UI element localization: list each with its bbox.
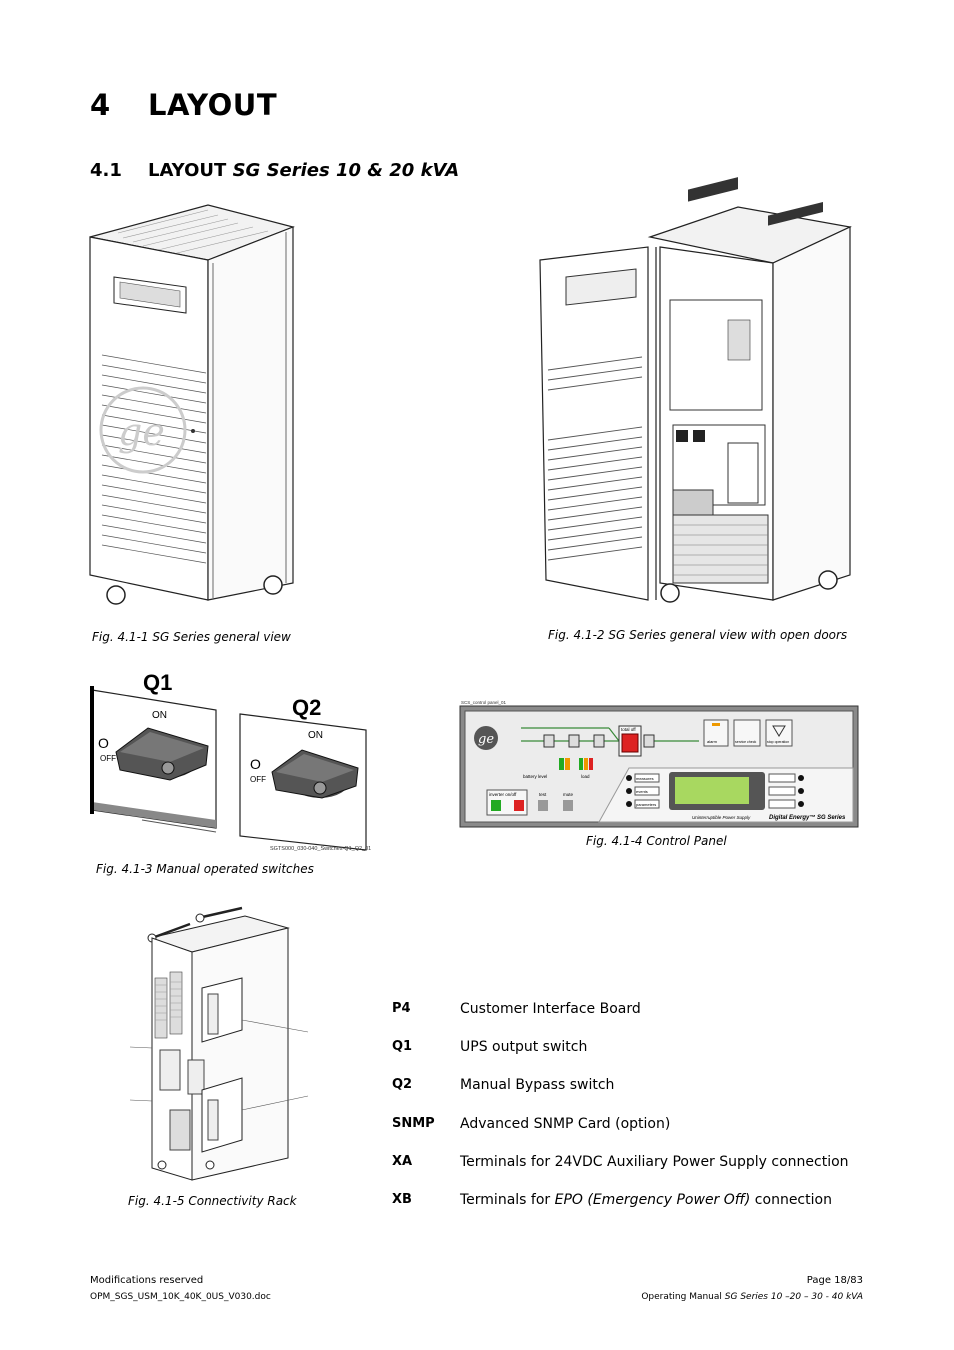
ups-cabinet-closed-illustration: ge xyxy=(89,204,295,605)
legend-code: SNMP xyxy=(392,1116,435,1131)
q2-rotary-handle-icon xyxy=(271,749,359,799)
manual-switches-illustration: Q1 ON O OFF Q2 ON O OFF SGTS000_030-040_… xyxy=(90,670,371,852)
footer-manual-prefix: Operating Manual xyxy=(641,1292,725,1302)
q1-off-label: OFF xyxy=(100,754,116,763)
footer-page-number: Page 18/83 xyxy=(806,1275,863,1286)
legend-desc: Customer Interface Board xyxy=(460,1001,641,1017)
figure-caption-4: Fig. 4.1-4 Control Panel xyxy=(586,834,727,848)
q2-on-label: ON xyxy=(308,730,323,741)
load-label: load xyxy=(581,774,590,779)
connectivity-rack-illustration xyxy=(129,906,309,1181)
legend-desc: Terminals for EPO (Emergency Power Off) … xyxy=(460,1192,832,1208)
alarm-label: alarm xyxy=(707,739,718,744)
legend-desc: UPS output switch xyxy=(460,1039,588,1055)
down-button[interactable] xyxy=(768,786,796,796)
section-title-plain: LAYOUT xyxy=(148,160,227,181)
chapter-number: 4 xyxy=(90,88,111,122)
figure-caption-5: Fig. 4.1-5 Connectivity Rack xyxy=(128,1194,297,1208)
test-label: test xyxy=(539,792,547,797)
section-number: 4.1 xyxy=(90,160,122,181)
total-off-label: total off xyxy=(621,727,636,732)
ups-text: Uninterruptible Power Supply xyxy=(692,815,751,820)
q2-o-label: O xyxy=(250,756,261,772)
q2-label: Q2 xyxy=(292,695,321,720)
section-title-italic: SG Series 10 & 20 kVA xyxy=(232,160,460,181)
inverter-on-button[interactable] xyxy=(491,800,501,811)
legend-desc-italic: EPO (Emergency Power Off) xyxy=(554,1192,751,1208)
figure-caption-1: Fig. 4.1-1 SG Series general view xyxy=(92,630,291,644)
legend-desc: Terminals for 24VDC Auxiliary Power Supp… xyxy=(460,1154,849,1170)
legend-desc-suffix: connection xyxy=(750,1192,832,1208)
mute-label: mute xyxy=(563,792,574,797)
inverter-off-button[interactable] xyxy=(514,800,524,811)
q1-label: Q1 xyxy=(143,670,172,695)
legend-desc: Advanced SNMP Card (option) xyxy=(460,1116,671,1132)
q1-o-label: O xyxy=(98,735,109,751)
control-panel-ref: SCS_control panel_01 xyxy=(461,700,507,705)
section-heading: 4.1 LAYOUT SG Series 10 & 20 kVA xyxy=(90,160,459,181)
test-button[interactable] xyxy=(538,800,548,811)
footer-document-name: OPM_SGS_USM_10K_40K_0US_V030.doc xyxy=(90,1292,271,1302)
svg-text:ge: ge xyxy=(118,410,165,454)
series-text: SG Series xyxy=(817,815,846,821)
legend-code: Q1 xyxy=(392,1039,413,1054)
legend-code: XA xyxy=(392,1154,413,1169)
footer-manual-title: Operating Manual SG Series 10 –20 – 30 -… xyxy=(641,1292,863,1302)
service-check-label: service check xyxy=(735,740,756,744)
measures-label: measures xyxy=(636,776,654,781)
brand-text: Digital Energy™ xyxy=(769,814,815,821)
lcd-display xyxy=(675,777,749,804)
switch-drawing-ref: SGTS000_030-040_Switches-Q1_Q2_01 xyxy=(270,846,371,852)
chapter-title: LAYOUT xyxy=(148,88,278,122)
legend-code: XB xyxy=(392,1192,412,1207)
q2-off-label: OFF xyxy=(250,775,266,784)
q1-rotary-handle-icon xyxy=(115,727,209,781)
footer-manual-series: SG Series 10 –20 – 30 - 40 kVA xyxy=(724,1292,863,1302)
legend-desc: Manual Bypass switch xyxy=(460,1077,615,1093)
legend-code: Q2 xyxy=(392,1077,413,1092)
total-off-button[interactable] xyxy=(621,733,639,753)
battery-level-label: battery level xyxy=(523,774,547,779)
events-label: events xyxy=(636,789,648,794)
ge-logo-icon: ge xyxy=(99,386,187,474)
ok-button[interactable] xyxy=(768,799,796,809)
parameters-label: parameters xyxy=(636,802,656,807)
stop-operation-label: stop operation xyxy=(767,740,789,744)
q1-on-label: ON xyxy=(152,710,167,721)
legend-desc-prefix: Terminals for xyxy=(460,1192,555,1208)
figure-caption-3: Fig. 4.1-3 Manual operated switches xyxy=(96,862,314,876)
up-button[interactable] xyxy=(768,773,796,783)
ge-logo-icon: ge xyxy=(478,732,494,747)
chapter-heading: 4 LAYOUT xyxy=(90,88,277,122)
mute-button[interactable] xyxy=(563,800,573,811)
legend-code: P4 xyxy=(392,1001,411,1016)
ups-cabinet-open-illustration xyxy=(539,177,852,603)
footer-modifications: Modifications reserved xyxy=(90,1275,204,1286)
inverter-on-off-label: inverter on/off xyxy=(489,792,517,797)
control-panel-illustration: SCS_control panel_01 ge total off batter… xyxy=(459,700,859,828)
figure-caption-2: Fig. 4.1-2 SG Series general view with o… xyxy=(548,628,848,642)
